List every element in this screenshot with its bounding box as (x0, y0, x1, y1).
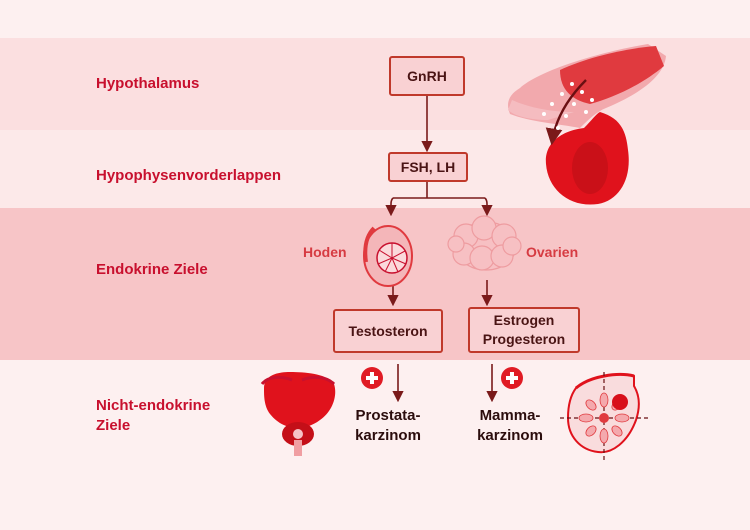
row-label-endocrine: Endokrine Ziele (96, 261, 208, 278)
fsh-lh-box: FSH, LH (388, 152, 468, 182)
prostate-line1: Prostata- (355, 407, 421, 424)
arrow-to-ovaries (481, 197, 493, 217)
prostate-cancer-label: Prostata- karzinom (348, 406, 428, 446)
row-label-hypothalamus: Hypothalamus (96, 75, 200, 92)
row-label-nonendocrine-line1: Nicht-endokrine (96, 397, 211, 414)
brain-pituitary-icon (508, 44, 666, 205)
testosterone-box: Testosteron (333, 309, 443, 353)
progesterone-label: Progesteron (482, 331, 566, 347)
flow-arrows (385, 96, 498, 403)
stimulate-plus-icon (501, 367, 523, 389)
gnrh-box: GnRH (389, 56, 465, 96)
breast-cancer-label: Mamma- karzinom (470, 406, 550, 446)
estrogen-progesterone-box: Estrogen Progesteron (468, 307, 580, 353)
testis-label: Hoden (303, 244, 347, 260)
ovaries-icon (447, 215, 522, 271)
estrogen-label: Estrogen (493, 312, 555, 328)
breast-line2: karzinom (477, 427, 543, 444)
prostate-line2: karzinom (355, 427, 421, 444)
testis-icon (363, 225, 413, 287)
prostate-bladder-icon (260, 372, 336, 456)
row-label-pituitary: Hypophysenvorderlappen (96, 167, 282, 184)
row-label-nonendocrine: Nicht-endokrine Ziele (96, 396, 210, 436)
arrow-to-testis (385, 197, 397, 217)
breast-icon (560, 372, 650, 462)
stimulate-plus-icon (361, 367, 383, 389)
row-label-nonendocrine-line2: Ziele (96, 417, 131, 434)
breast-line1: Mamma- (479, 407, 541, 424)
ovaries-label: Ovarien (526, 244, 579, 260)
